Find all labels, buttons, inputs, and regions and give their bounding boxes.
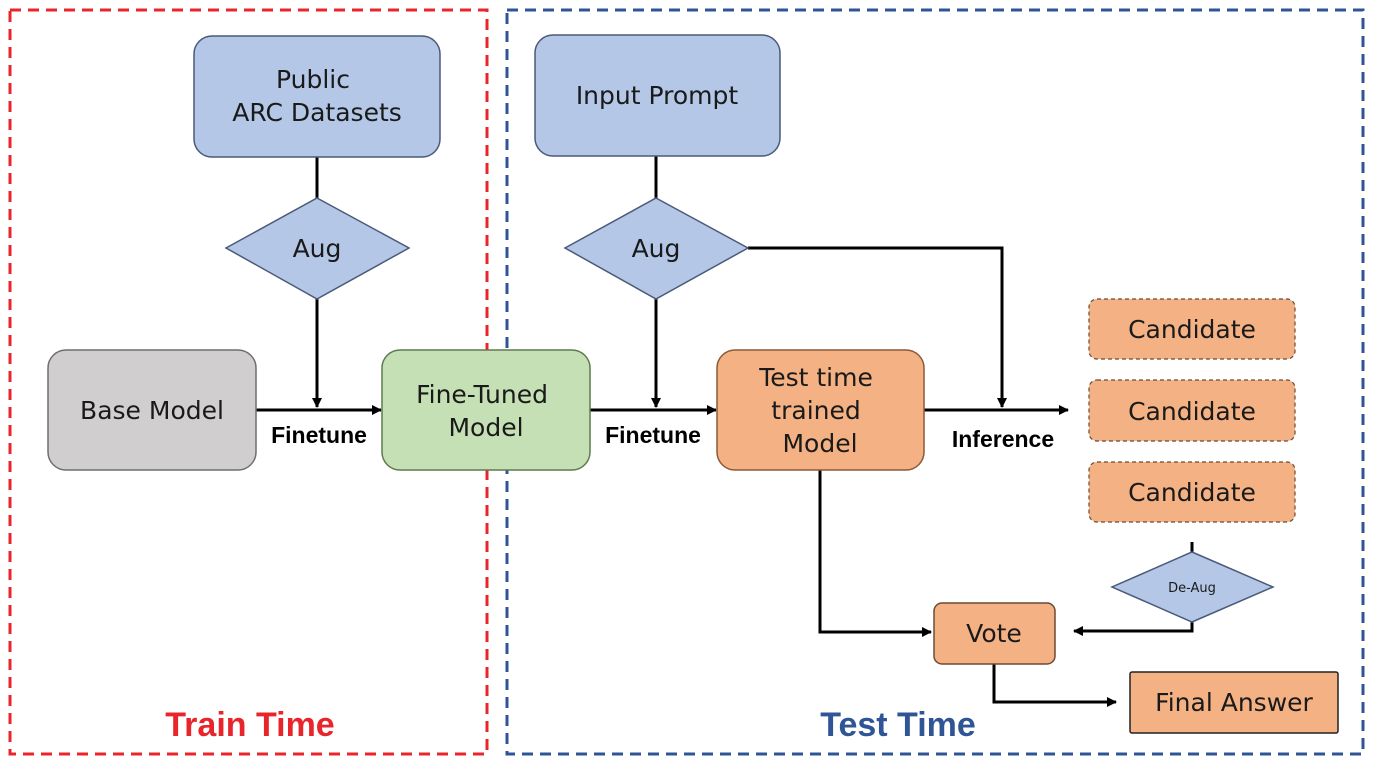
base-model-label: Base Model	[80, 396, 224, 425]
edge-vote-to-final	[992, 664, 1117, 707]
vote-label: Vote	[966, 619, 1022, 648]
candidate-box	[1088, 379, 1296, 442]
finetuned-model-line: Model	[448, 413, 523, 442]
edge-aug-to-inference	[748, 246, 1007, 408]
edge-ttt-to-vote	[818, 470, 932, 637]
public-datasets-line: Public	[276, 65, 350, 94]
test-time-title: Test Time	[820, 706, 976, 744]
ttt-model-line: Model	[782, 429, 857, 458]
candidate-label: Candidate	[1128, 397, 1256, 426]
inference-label: Inference	[952, 426, 1054, 452]
finetuned-model-label: Fine-Tuned Model	[416, 380, 556, 442]
input-prompt-box	[534, 34, 781, 157]
ttt-model-line: trained	[771, 396, 860, 425]
vote-box	[933, 602, 1056, 665]
public-datasets-box	[193, 35, 441, 158]
ttt-model-line: Test time	[758, 363, 873, 392]
candidate-box	[1088, 298, 1296, 360]
input-prompt-label: Input Prompt	[576, 81, 739, 110]
finetune-label: Finetune	[605, 422, 701, 448]
final-answer-label: Final Answer	[1155, 688, 1313, 717]
public-datasets-label: Public ARC Datasets	[232, 65, 402, 127]
public-datasets-line: ARC Datasets	[232, 98, 402, 127]
de-aug-diamond	[1110, 551, 1275, 623]
aug-train-label: Aug	[293, 234, 342, 263]
de-aug-label: De-Aug	[1168, 581, 1216, 596]
aug-train-diamond	[224, 197, 411, 300]
final-answer-box	[1129, 671, 1339, 734]
train-time-title: Train Time	[165, 706, 334, 744]
ttt-model-label: Test time trained Model	[758, 363, 881, 458]
edge-deaug-to-vote	[1073, 622, 1194, 636]
base-model-box	[47, 349, 257, 471]
finetuned-model-box	[381, 349, 591, 471]
candidate-label: Candidate	[1128, 478, 1256, 507]
candidate-box	[1088, 461, 1296, 523]
candidate-label: Candidate	[1128, 315, 1256, 344]
finetuned-model-line: Fine-Tuned	[416, 380, 548, 409]
aug-test-diamond	[563, 197, 750, 300]
finetune-label: Finetune	[271, 422, 367, 448]
ttt-model-box	[716, 349, 925, 471]
aug-test-label: Aug	[632, 234, 681, 263]
